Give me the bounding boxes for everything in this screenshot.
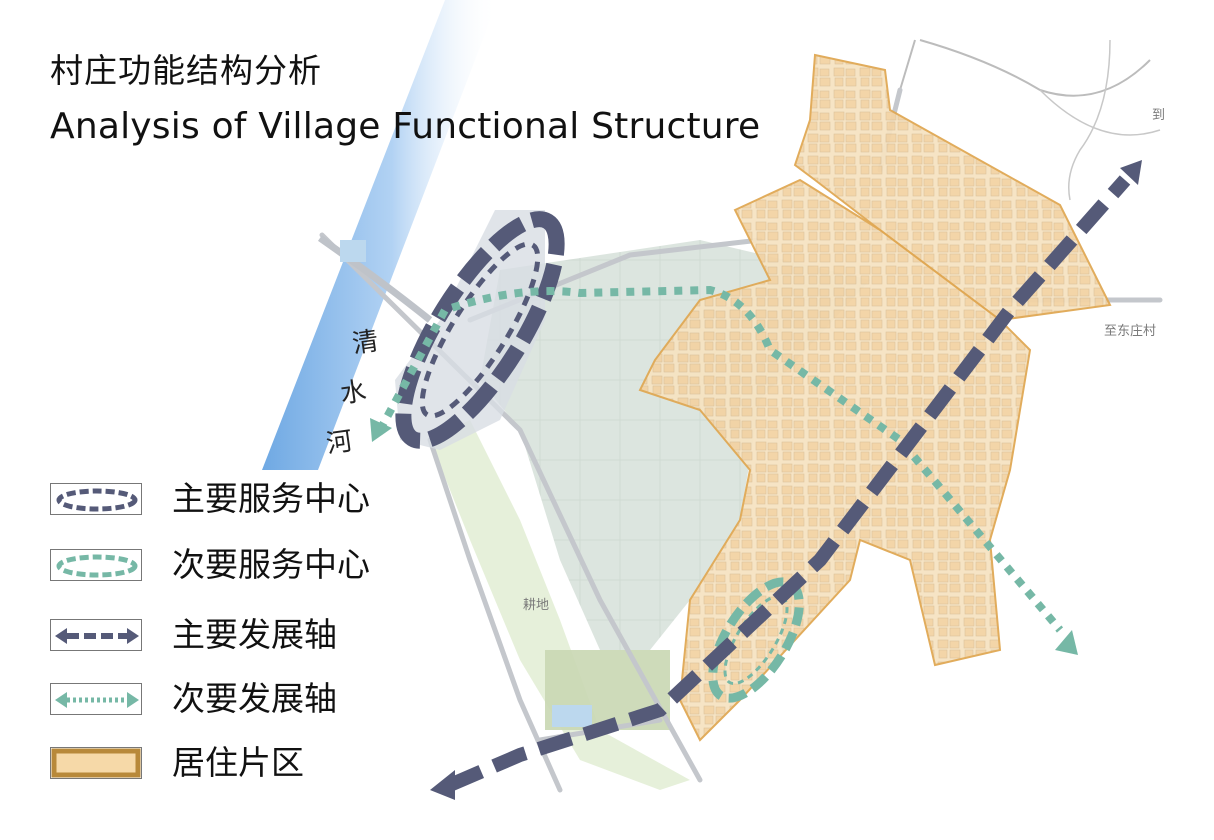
legend-item-secondary-center: 次要服务中心 (50, 545, 470, 585)
bridge (317, 235, 433, 323)
terrain-line (1039, 89, 1161, 136)
edge-label-fragment: 到 (1152, 108, 1166, 123)
legend-item-primary-axis: 主要发展轴 (50, 615, 470, 655)
primary-axis-arrowhead (430, 770, 455, 800)
primary-axis-arrowhead (1120, 160, 1142, 185)
terrain-line (919, 39, 1151, 97)
teal-dotted-double-arrow-icon (50, 683, 142, 715)
teal-dashed-ellipse-icon (50, 549, 142, 581)
legend-label: 次要服务中心 (172, 545, 370, 584)
secondary-axis-arrowhead (370, 418, 392, 442)
river-label-char: 河 (324, 426, 355, 460)
orange-filled-rectangle-icon (50, 747, 142, 779)
primary-service-center (395, 211, 565, 449)
secondary-axis-arrowhead (1055, 630, 1078, 655)
legend-item-primary-center: 主要服务中心 (50, 479, 470, 519)
farmland-label: 耕地 (523, 598, 550, 613)
page-title-en: Analysis of Village Functional Structure (50, 106, 761, 147)
primary-development-axis (447, 175, 1131, 792)
page-title-cn: 村庄功能结构分析 (50, 51, 322, 90)
legend-label: 次要发展轴 (172, 679, 337, 718)
dark-dashed-ellipse-icon (50, 483, 142, 515)
river-label-char: 水 (338, 376, 369, 410)
legend-label: 主要服务中心 (172, 479, 370, 518)
dark-dashed-double-arrow-icon (50, 619, 142, 651)
river-label-char: 清 (350, 326, 381, 360)
terrain-line (1068, 39, 1111, 201)
legend-item-residential: 居住片区 (50, 743, 470, 783)
small-pond (340, 240, 366, 262)
river (262, 0, 498, 470)
pond (552, 705, 592, 727)
to-village-label: 至东庄村 (1104, 324, 1157, 339)
terrain-line (899, 39, 916, 91)
residential-zones (638, 53, 1112, 742)
legend-label: 主要发展轴 (172, 615, 337, 654)
civic-complex (395, 210, 545, 450)
green-belt (430, 420, 690, 790)
legend-item-secondary-axis: 次要发展轴 (50, 679, 470, 719)
legend-label: 居住片区 (172, 743, 304, 782)
secondary-development-axis (376, 285, 1064, 633)
